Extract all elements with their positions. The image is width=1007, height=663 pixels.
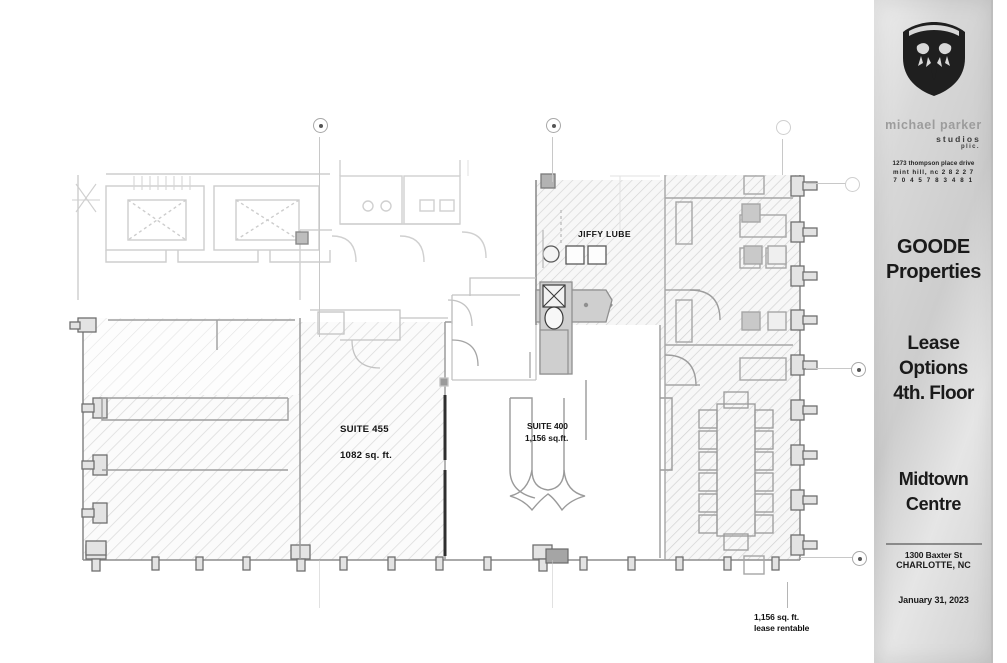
suite-400-label: SUITE 400 [527,421,568,431]
firm-wordmark-line2: studios [936,134,981,144]
firm-address-line2: mint hill, nc 2 8 2 2 7 [893,168,974,176]
grid-bubble-right-3[interactable] [852,551,867,566]
rentable-area-note: 1,156 sq. ft. lease rentable [754,612,874,634]
chair-0 [743,175,765,195]
suite-400-fill [452,325,660,558]
rentable-area-caption: lease rentable [754,623,810,633]
chair-r6 [754,514,774,534]
firm-wordmark-line3: plic. [960,144,980,150]
suite-455-label: SUITE 455 [340,424,389,435]
chair-l2 [698,430,718,450]
chair-l1 [698,409,718,429]
corridor-hatch-left [83,318,300,395]
client-name-line1: GOODE [897,236,970,258]
firm-wordmark-line1: michael parker [885,118,982,132]
property-address-line2: CHARLOTTE, NC [896,560,971,570]
firm-logo [874,20,993,100]
chair-r4 [754,472,774,492]
suite-455-interior [101,319,295,471]
grid-bubble-right-1[interactable] [845,177,860,192]
chair-r3 [754,451,774,471]
gridline-lower-1 [319,560,320,608]
desk-1 [739,214,787,238]
suite-455-area: 1082 sq. ft. [340,450,392,461]
elevator-2 [235,199,300,241]
document-title-line2: Options [899,358,968,379]
credenza-1 [675,201,693,245]
suite-400-interior [509,325,673,558]
firm-phone: 7 0 4 5 7 8 3 4 8 1 [893,177,974,184]
plan-geometry [69,160,818,575]
upper-fixtures [540,173,607,268]
document-title-line1: Lease [907,333,960,354]
firm-address-line1: 1273 thompson place drive [892,160,975,167]
chair-head-1 [723,391,749,409]
right-columns [790,175,818,556]
property-address-line1: 1300 Baxter St [904,550,963,560]
chair-r5 [754,493,774,513]
chair-l4 [698,472,718,492]
gridline-top-2 [552,137,553,182]
chair-l5 [698,493,718,513]
chair-r2 [754,430,774,450]
document-title-line3: 4th. Floor [893,383,974,404]
suite-400-area: 1,156 sq.ft. [525,433,569,443]
conference-room [698,391,774,551]
lavatory-fixture [542,245,560,263]
gridline-top-3 [782,139,783,175]
title-block-divider [886,543,982,545]
sheet-date: January 31, 2023 [898,595,969,605]
tenant-label-jiffy-lube: JIFFY LUBE [578,229,632,239]
grid-bubble-top-2[interactable] [546,118,561,133]
chair-head-2 [723,533,749,551]
office-wing [664,175,793,575]
elevator-1 [127,199,187,241]
client-name-line2: Properties [886,261,981,283]
property-name-line2: Centre [905,494,962,514]
chair-1b [741,203,761,223]
grid-bubble-right-2[interactable] [851,362,866,377]
credenza-2 [675,299,693,343]
faint-construction [467,160,660,230]
gridline-right-2 [806,368,852,369]
stair-arrow [72,183,100,213]
title-block [874,0,993,663]
gridline-right-3 [800,557,852,558]
upper-center-walls [295,160,487,300]
suite-400-column [545,548,569,564]
rentable-area-value: 1,156 sq. ft. [754,612,799,622]
doors [451,339,531,378]
gridline-lower-2 [552,560,553,608]
chair-l3 [698,451,718,471]
elevator-core [77,173,331,300]
gridline-right-1 [806,183,846,184]
property-name-line1: Midtown [898,469,969,489]
gridline-top-1 [319,137,320,337]
chair-l6 [698,514,718,534]
corridor-interior [310,277,537,387]
note-leader-line [787,582,788,608]
shield-crest-icon [902,22,965,96]
title-block-right-edge [991,0,993,663]
stair-hatch [133,176,191,190]
grid-bubble-top-1[interactable] [313,118,328,133]
office-wing-fill [665,175,800,560]
left-columns [69,317,108,556]
grid-bubble-top-3[interactable] [776,120,791,135]
toilet-fixture [544,306,564,330]
restroom-core [535,281,613,375]
desk-2 [739,357,787,381]
chair-r1 [754,409,774,429]
